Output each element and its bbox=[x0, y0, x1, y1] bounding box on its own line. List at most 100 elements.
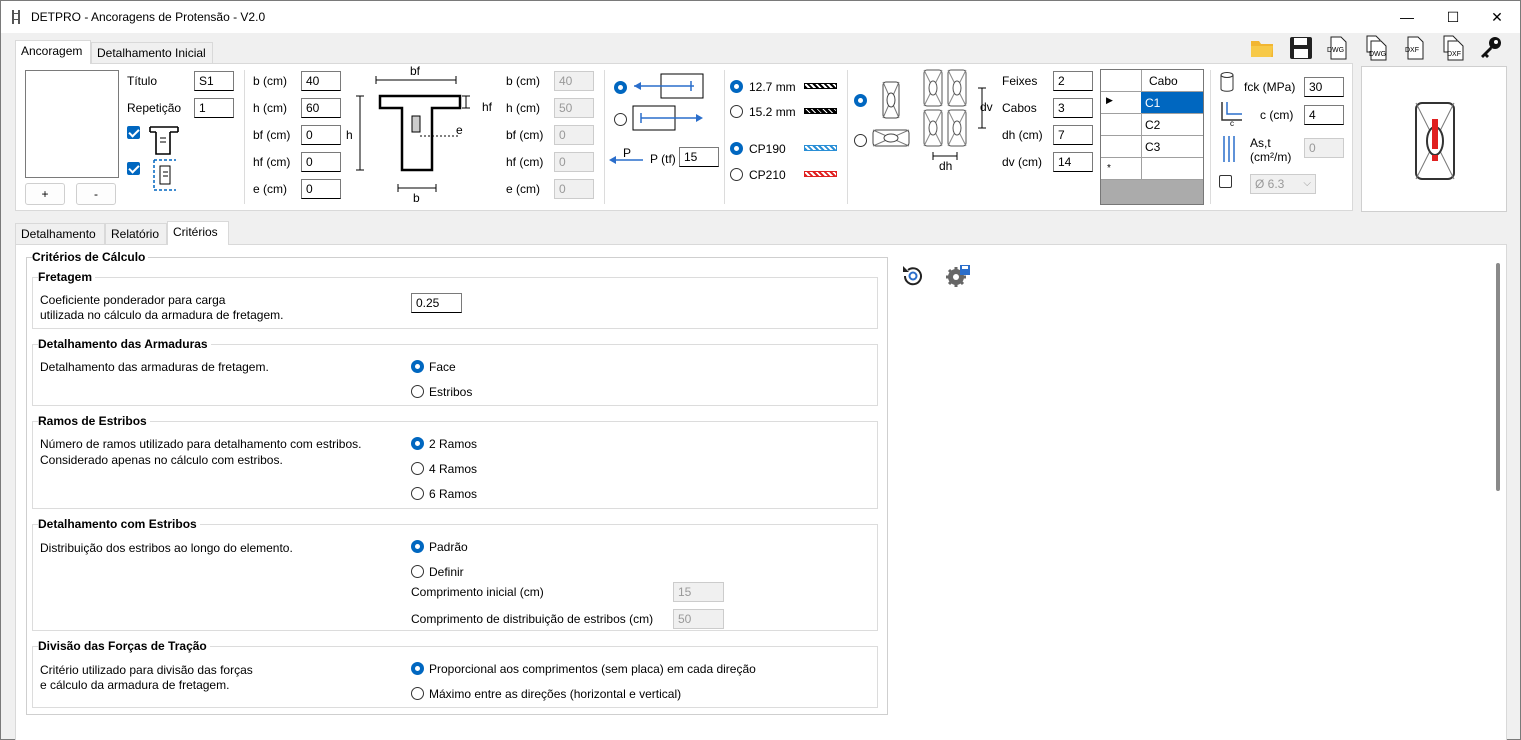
remove-section-button[interactable]: - bbox=[76, 183, 116, 205]
armaduras-desc: Detalhamento das armaduras de fretagem. bbox=[40, 360, 269, 374]
save-settings-icon[interactable] bbox=[944, 263, 972, 289]
export-dwg-icon[interactable]: DWG bbox=[1325, 35, 1351, 61]
tab-criterios[interactable]: Critérios bbox=[167, 221, 229, 245]
fretagem-desc-1: Coeficiente ponderador para carga bbox=[40, 293, 226, 307]
reset-settings-icon[interactable] bbox=[900, 263, 926, 289]
tab-relatorio[interactable]: Relatório bbox=[105, 223, 167, 245]
b-computed-input: 40 bbox=[554, 71, 594, 91]
t-section-drawing bbox=[356, 76, 470, 192]
armaduras-estribos-radio[interactable] bbox=[411, 385, 424, 398]
anchor-passive-radio[interactable] bbox=[614, 113, 627, 126]
ramos-2-radio[interactable] bbox=[411, 437, 424, 450]
armaduras-estribos-label: Estribos bbox=[429, 385, 473, 399]
dh-label: dh (cm) bbox=[1002, 128, 1043, 142]
cover-icon: c bbox=[1221, 102, 1242, 126]
divisao-proporcional-radio[interactable] bbox=[411, 662, 424, 675]
criterios-panel: Critérios de Cálculo Fretagem Coeficient… bbox=[15, 244, 1507, 740]
fretagem-desc-2: utilizada no cálculo da armadura de fret… bbox=[40, 308, 284, 322]
bf-computed-input: 0 bbox=[554, 125, 594, 145]
top-tab-strip: Ancoragem Detalhamento Inicial bbox=[15, 40, 415, 64]
cable-cell[interactable]: C2 bbox=[1145, 118, 1161, 132]
cabos-input[interactable]: 3 bbox=[1053, 98, 1093, 118]
dv-input[interactable]: 14 bbox=[1053, 152, 1093, 172]
ancoragem-panel: + - Título S1 Repetição 1 b (cm) 40 h (c… bbox=[15, 63, 1353, 211]
e-input[interactable]: 0 bbox=[301, 179, 341, 199]
save-icon[interactable] bbox=[1288, 35, 1314, 61]
open-folder-icon[interactable] bbox=[1249, 35, 1275, 61]
ramos-6-label: 6 Ramos bbox=[429, 487, 478, 501]
anchor-active-radio[interactable] bbox=[614, 81, 627, 94]
fretagem-title: Fretagem bbox=[38, 270, 96, 284]
cable-cell[interactable]: C3 bbox=[1145, 140, 1161, 154]
estribos-group bbox=[32, 524, 878, 631]
fretagem-group bbox=[32, 277, 878, 329]
svg-text:DXF: DXF bbox=[1405, 47, 1419, 54]
section-t-checkbox[interactable] bbox=[127, 126, 140, 139]
p-input[interactable]: 15 bbox=[679, 147, 719, 167]
section-list[interactable] bbox=[25, 70, 119, 178]
export-dxf-icon[interactable]: DXF bbox=[1402, 35, 1428, 61]
cable-cell[interactable]: C1 bbox=[1145, 96, 1161, 110]
h-input[interactable]: 60 bbox=[301, 98, 341, 118]
divisao-title: Divisão das Forças de Tração bbox=[38, 639, 210, 653]
maximize-button[interactable]: ☐ bbox=[1446, 9, 1460, 25]
table-row[interactable]: C3 bbox=[1101, 136, 1203, 158]
tab-ancoragem[interactable]: Ancoragem bbox=[15, 40, 91, 64]
b-input[interactable]: 40 bbox=[301, 71, 341, 91]
t-section-icon bbox=[149, 126, 179, 155]
estribos-definir-radio[interactable] bbox=[411, 565, 424, 578]
plate-horizontal-radio[interactable] bbox=[854, 134, 867, 147]
fck-input[interactable]: 30 bbox=[1304, 77, 1344, 97]
divisao-desc-2: e cálculo da armadura de fretagem. bbox=[40, 678, 230, 692]
plate-vertical-radio[interactable] bbox=[854, 94, 867, 107]
bf-input[interactable]: 0 bbox=[301, 125, 341, 145]
ramos-6-radio[interactable] bbox=[411, 487, 424, 500]
table-row[interactable]: C2 bbox=[1101, 114, 1203, 136]
export-multi-dwg-icon[interactable]: DWG bbox=[1363, 35, 1389, 61]
armaduras-face-radio[interactable] bbox=[411, 360, 424, 373]
dh-dim-label: dh bbox=[939, 159, 953, 173]
ramos-4-radio[interactable] bbox=[411, 462, 424, 475]
close-button[interactable]: ✕ bbox=[1491, 9, 1503, 25]
cp210-radio[interactable] bbox=[730, 168, 743, 181]
ast-label: As,t bbox=[1250, 136, 1271, 150]
dh-input[interactable]: 7 bbox=[1053, 125, 1093, 145]
tab-detalhamento-inicial[interactable]: Detalhamento Inicial bbox=[91, 42, 213, 64]
estribos-title: Detalhamento com Estribos bbox=[38, 517, 200, 531]
estribos-padrao-label: Padrão bbox=[429, 540, 468, 554]
estribos-desc: Distribuição dos estribos ao longo do el… bbox=[40, 541, 293, 555]
feixes-input[interactable]: 2 bbox=[1053, 71, 1093, 91]
stirrup-checkbox[interactable] bbox=[127, 162, 140, 175]
cable-grid[interactable]: Cabo ▶ C1 C2 C3 * bbox=[1100, 69, 1204, 205]
hf-input[interactable]: 0 bbox=[301, 152, 341, 172]
cp210-swatch bbox=[804, 171, 837, 177]
strand-127-radio[interactable] bbox=[730, 80, 743, 93]
key-icon[interactable] bbox=[1478, 35, 1504, 61]
strand-152-radio[interactable] bbox=[730, 105, 743, 118]
repeticao-input[interactable]: 1 bbox=[194, 98, 234, 118]
strand-152-label: 15.2 mm bbox=[749, 105, 796, 119]
fretagem-coef-input[interactable]: 0.25 bbox=[411, 293, 462, 313]
table-row-new[interactable]: * bbox=[1101, 158, 1203, 180]
minimize-button[interactable]: — bbox=[1400, 9, 1414, 25]
tab-detalhamento[interactable]: Detalhamento bbox=[15, 223, 105, 245]
titulo-input[interactable]: S1 bbox=[194, 71, 234, 91]
cp190-radio[interactable] bbox=[730, 142, 743, 155]
divisao-maximo-radio[interactable] bbox=[411, 687, 424, 700]
table-row[interactable]: ▶ C1 bbox=[1101, 92, 1203, 114]
bottom-tab-strip: Detalhamento Relatório Critérios bbox=[15, 221, 315, 245]
rebar-icon bbox=[1223, 136, 1235, 162]
active-anchor-icon bbox=[634, 73, 704, 99]
estribos-padrao-radio[interactable] bbox=[411, 540, 424, 553]
bar-diameter-checkbox[interactable] bbox=[1219, 175, 1232, 188]
h-dim-label: h bbox=[346, 128, 353, 142]
comp-dist-input: 50 bbox=[673, 609, 724, 629]
cable-grid-header-label: Cabo bbox=[1149, 74, 1178, 88]
ramos-desc-1: Número de ramos utilizado para detalhame… bbox=[40, 437, 362, 451]
export-multi-dxf-icon[interactable]: DXF bbox=[1440, 35, 1466, 61]
add-section-button[interactable]: + bbox=[25, 183, 65, 205]
dv-label: dv (cm) bbox=[1002, 155, 1042, 169]
vertical-scrollbar[interactable] bbox=[1496, 263, 1500, 491]
c-input[interactable]: 4 bbox=[1304, 105, 1344, 125]
